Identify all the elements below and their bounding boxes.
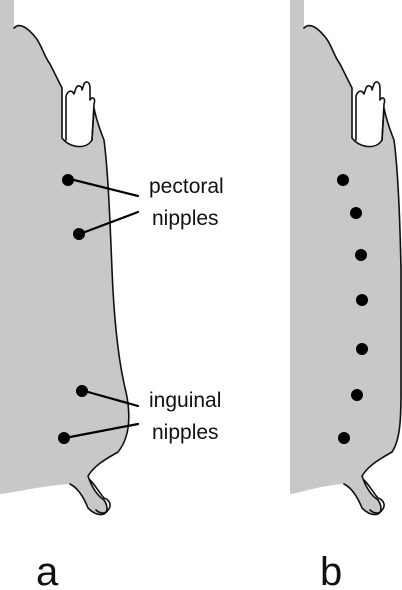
nipple-b-7 xyxy=(338,432,350,444)
nipple-pectoral-2 xyxy=(73,228,85,240)
nipple-b-2 xyxy=(350,207,362,219)
inguinal-label-line2: nipples xyxy=(152,421,219,444)
nipple-pectoral-1 xyxy=(62,174,74,186)
pectoral-label-line1: pectoral xyxy=(149,175,224,198)
nipple-b-4 xyxy=(356,294,368,306)
inguinal-label-line1: inguinal xyxy=(149,389,221,412)
nipple-inguinal-2 xyxy=(58,432,70,444)
nipple-b-3 xyxy=(355,249,367,261)
nipple-b-1 xyxy=(337,174,349,186)
panel-b: b xyxy=(290,0,402,590)
nipple-b-5 xyxy=(356,343,368,355)
panel-label-a: a xyxy=(36,550,59,590)
front-paw xyxy=(356,82,385,140)
front-paw xyxy=(66,82,95,140)
panel-label-b: b xyxy=(320,550,342,590)
panel-a: pectoral nipples inguinal nipples a xyxy=(0,0,224,590)
pectoral-label-line2: nipples xyxy=(152,207,219,230)
nipple-b-6 xyxy=(351,389,363,401)
nipple-inguinal-1 xyxy=(76,385,88,397)
